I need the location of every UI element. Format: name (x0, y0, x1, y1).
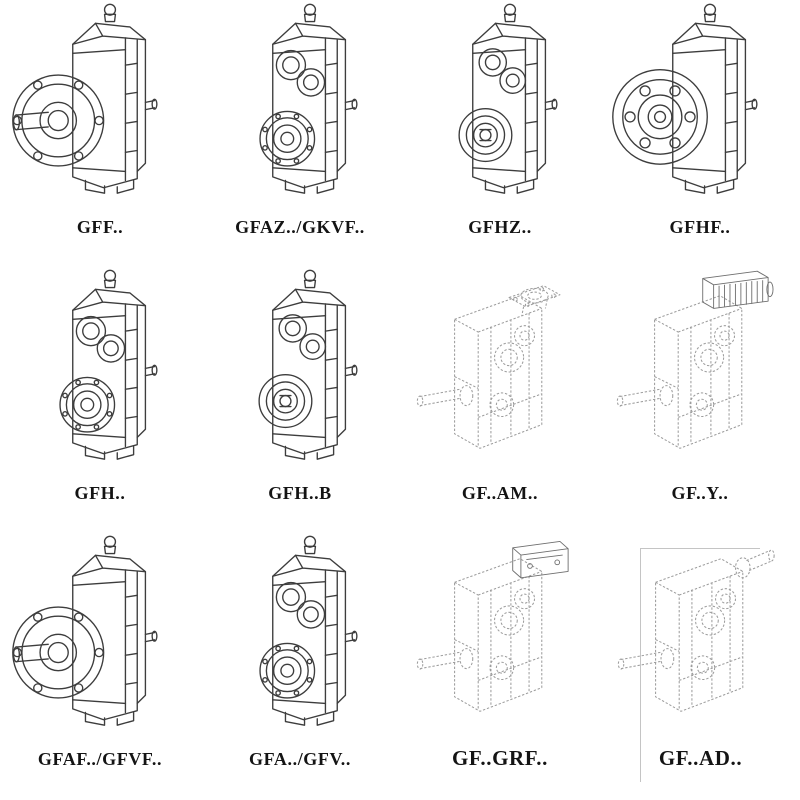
catalog-cell-gfad: GF..AD.. (640, 548, 760, 782)
model-label-gfaf: GFAF../GFVF.. (37, 749, 163, 770)
model-label-gfhb: GFH..B (268, 483, 332, 504)
catalog-cell-gfa: GFA../GFV.. (240, 548, 360, 782)
gearbox-drawing-gfy (606, 263, 794, 481)
gearbox-drawing-gfa (206, 529, 394, 747)
model-label-gff: GFF.. (76, 217, 124, 238)
model-label-gfaz: GFAZ../GKVF.. (235, 217, 365, 238)
gearbox-drawing-gfad (607, 526, 795, 744)
gearbox-drawing-gfam (406, 263, 594, 481)
gearbox-drawing-gfaz (206, 0, 394, 215)
gearbox-drawing-gff (6, 0, 194, 215)
catalog-cell-gfhz: GFHZ.. (440, 16, 560, 250)
model-label-gfam: GF..AM.. (461, 483, 539, 504)
model-label-gfgrf: GF..GRF.. (451, 745, 549, 770)
model-label-gfa: GFA../GFV.. (249, 749, 351, 770)
model-label-gfhz: GFHZ.. (468, 217, 532, 238)
catalog-cell-gfgrf: GF..GRF.. (440, 548, 560, 782)
catalog-cell-gfhb: GFH..B (240, 282, 360, 516)
catalog-cell-gfaz: GFAZ../GKVF.. (235, 16, 364, 250)
gearbox-drawing-gfhz (406, 0, 594, 215)
gearbox-drawing-gfhb (206, 263, 394, 481)
catalog-cell-gff: GFF.. (40, 16, 160, 250)
model-label-gfy: GF..Y.. (671, 483, 729, 504)
catalog-cell-gfy: GF..Y.. (640, 282, 760, 516)
catalog-cell-gfaf: GFAF../GFVF.. (37, 548, 163, 782)
model-label-gfhf: GFHF.. (669, 217, 731, 238)
catalog-cell-gfh: GFH.. (40, 282, 160, 516)
gearbox-drawing-gfgrf (406, 526, 594, 744)
gearbox-drawing-gfaf (6, 529, 194, 747)
model-label-gfad: GF..AD.. (658, 745, 743, 770)
gearbox-drawing-gfh (6, 263, 194, 481)
model-label-gfh: GFH.. (74, 483, 126, 504)
catalog-cell-gfhf: GFHF.. (640, 16, 760, 250)
catalog-cell-gfam: GF..AM.. (440, 282, 560, 516)
gearbox-drawing-gfhf (606, 0, 794, 215)
